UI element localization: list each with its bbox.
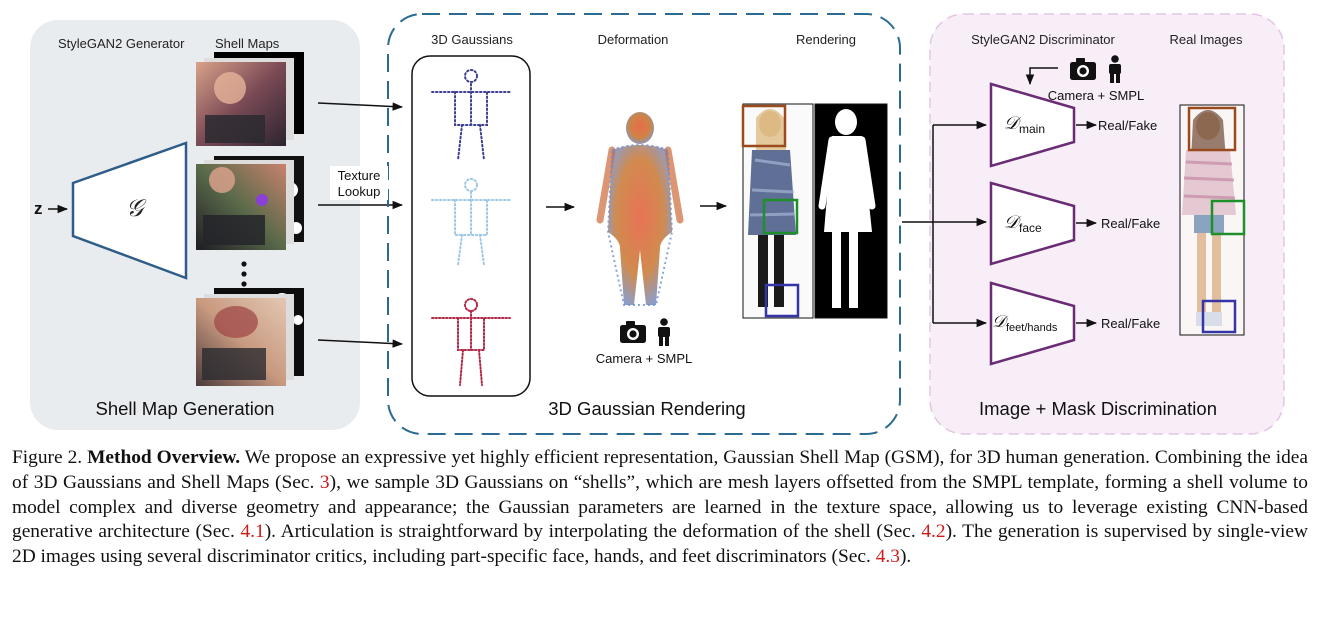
- rendered-mask-image: [814, 103, 888, 319]
- texture-lookup-label-line2: Lookup: [338, 184, 381, 199]
- rendering-label: Rendering: [796, 32, 856, 47]
- caption-ref-sec-4-2[interactable]: 4.2: [921, 521, 946, 543]
- gaussian-figure-1: [431, 69, 511, 161]
- rendering-panel-title: 3D Gaussian Rendering: [548, 398, 745, 419]
- camera-icon: [620, 321, 646, 343]
- generation-panel-title: Shell Map Generation: [96, 398, 275, 419]
- d-feet-symbol: 𝒟: [992, 312, 1009, 331]
- caption-ref-sec-4-3[interactable]: 4.3: [875, 546, 900, 568]
- d-face-symbol: 𝒟: [1004, 212, 1022, 232]
- hand-crop-box: [762, 198, 799, 235]
- shell-map-stack-1: [196, 52, 304, 146]
- shell-map-generation-panel: StyleGAN2 Generator Shell Maps z 𝒢: [30, 20, 360, 430]
- z-input-label: z: [34, 199, 43, 218]
- shell-map-stack-2: [196, 156, 304, 250]
- caption-text-3: ). Articulation is straightforward by in…: [264, 521, 916, 543]
- texture-lookup-label-line1: Texture: [338, 168, 381, 183]
- shell-map-stack-n: [196, 288, 304, 386]
- discriminator-main: [989, 82, 1076, 168]
- caption-lead: Method Overview.: [87, 447, 241, 468]
- person-icon: [658, 318, 670, 346]
- discriminator-camera-smpl-label: Camera + SMPL: [1048, 88, 1144, 103]
- d-feet-output: Real/Fake: [1101, 316, 1160, 331]
- gaussian-figure-2: [431, 178, 511, 266]
- generator-label: StyleGAN2 Generator: [58, 36, 185, 51]
- caption-ref-sec-3[interactable]: 3: [319, 471, 330, 493]
- arrow-shell-n: [317, 339, 404, 348]
- gaussian-figure-3: [431, 298, 511, 386]
- discriminator-feet-hands: [989, 281, 1076, 366]
- gaussian-rendering-panel: Texture Lookup 3D Gaussians Deformation …: [330, 13, 901, 435]
- deformation-label: Deformation: [598, 32, 669, 47]
- caption-ref-sec-4-1[interactable]: 4.1: [240, 521, 265, 543]
- discriminator-label: StyleGAN2 Discriminator: [971, 32, 1115, 47]
- discriminator-face: [989, 181, 1076, 266]
- arrow-shell-1: [317, 102, 404, 111]
- deformation-camera-smpl-label: Camera + SMPL: [596, 351, 692, 366]
- method-overview-figure: StyleGAN2 Generator Shell Maps z 𝒢: [30, 13, 1285, 435]
- rendered-rgb-image: [741, 103, 814, 319]
- d-feet-subscript: feet/hands: [1006, 322, 1058, 334]
- camera-input-arrow: [1025, 67, 1058, 86]
- d-face-output: Real/Fake: [1101, 216, 1160, 231]
- real-image: [1179, 104, 1246, 336]
- caption-text-2: ), we sample 3D Gaussians on “shells”, w…: [12, 471, 1308, 543]
- discrimination-panel-title: Image + Mask Discrimination: [979, 398, 1217, 419]
- real-images-label: Real Images: [1170, 32, 1243, 47]
- vertical-ellipsis: [241, 261, 247, 287]
- discriminator-camera-icon: [1070, 58, 1096, 80]
- shell-maps-label: Shell Maps: [215, 36, 280, 51]
- figure-caption: Figure 2. Method Overview. We propose an…: [12, 446, 1308, 570]
- d-face-subscript: face: [1019, 221, 1042, 235]
- caption-text-5: ).: [899, 546, 912, 568]
- rendering-panel-border: [387, 13, 901, 435]
- caption-text-4: ). The generation is supervised by singl…: [12, 521, 1309, 568]
- d-main-symbol: 𝒟: [1004, 113, 1022, 133]
- discrimination-panel: StyleGAN2 Discriminator Real Images Came…: [902, 13, 1285, 435]
- feet-crop-box: [764, 283, 800, 318]
- real-feet-crop-box: [1201, 299, 1237, 334]
- texture-lookup-label-bg: [330, 166, 388, 200]
- discriminator-person-icon: [1109, 55, 1121, 83]
- generator-symbol: 𝒢: [126, 195, 147, 222]
- deformed-gaussian-figure: [596, 112, 684, 306]
- d-main-subscript: main: [1019, 122, 1045, 136]
- head-crop-box: [741, 104, 787, 148]
- caption-text-1: We propose an expressive yet highly effi…: [12, 447, 1308, 493]
- real-hand-crop-box: [1210, 199, 1246, 236]
- caption-figure-label: Figure 2.: [12, 447, 83, 468]
- real-head-crop-box: [1187, 106, 1237, 152]
- d-main-output: Real/Fake: [1098, 118, 1157, 133]
- generator-trapezoid: [71, 141, 188, 280]
- gaussians-label: 3D Gaussians: [431, 32, 513, 47]
